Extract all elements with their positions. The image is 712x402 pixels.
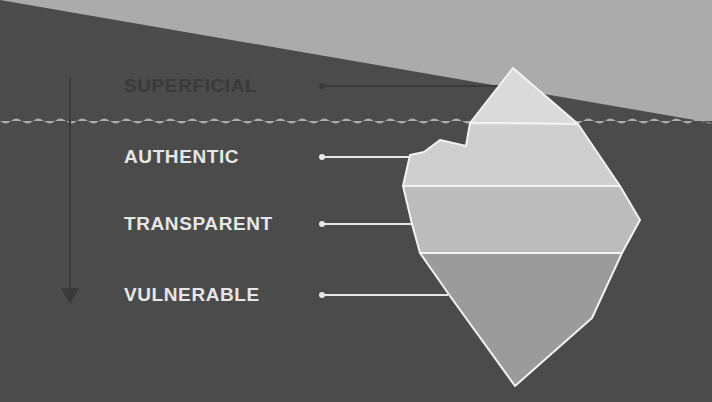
leader-line [322,85,500,87]
iceberg-tip [470,68,578,124]
leader-dot [319,292,325,298]
arrow-head [61,288,79,304]
sky-area [0,0,712,123]
leader-dot [319,221,325,227]
leader-line [322,156,410,158]
depth-arrow [69,78,71,290]
leader-dot [319,83,325,89]
iceberg-band [403,123,620,186]
iceberg-band [403,186,640,253]
layer-label: AUTHENTIC [124,146,239,168]
leader-line [322,223,412,225]
layer-label: SUPERFICIAL [124,75,257,97]
leader-dot [319,154,325,160]
layer-label: VULNERABLE [124,284,260,306]
iceberg-band [420,253,622,386]
leader-line [322,294,448,296]
layer-label: TRANSPARENT [124,213,273,235]
